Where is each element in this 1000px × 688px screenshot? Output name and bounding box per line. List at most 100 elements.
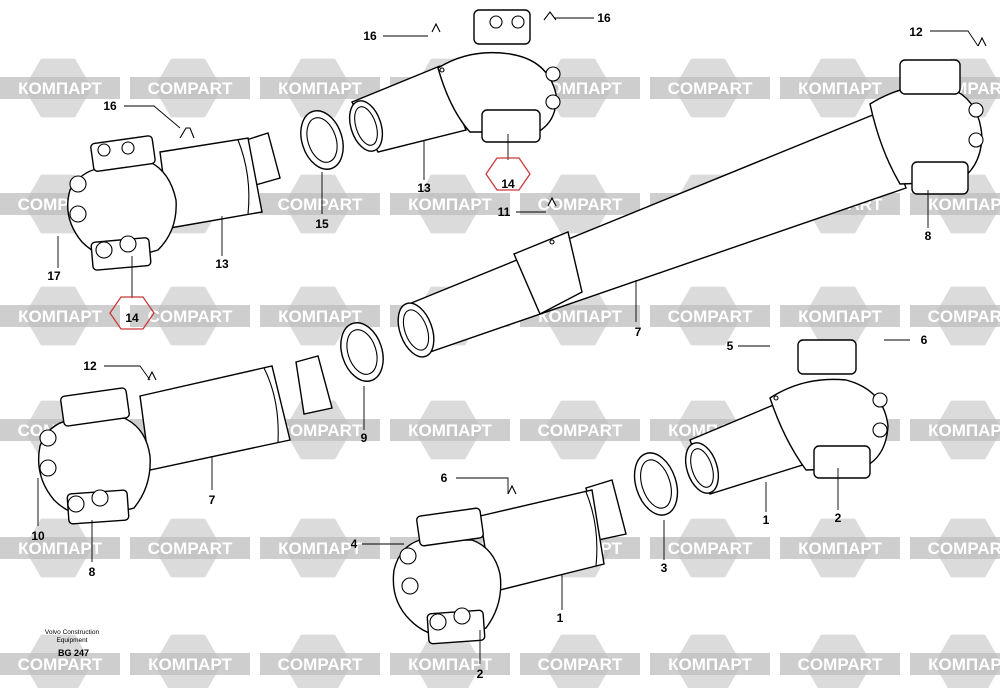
svg-text:COMPART: COMPART xyxy=(798,655,883,674)
callout-15[interactable]: 15 xyxy=(315,217,329,231)
callout-16-left[interactable]: 16 xyxy=(103,99,117,113)
watermark-badge: COMPART xyxy=(260,634,380,688)
svg-text:КОМПАРТ: КОМПАРТ xyxy=(928,655,1000,674)
svg-text:COMPART: COMPART xyxy=(278,195,363,214)
publisher-line-2: Equipment xyxy=(56,637,87,644)
lower-center-shaft-assembly xyxy=(392,479,627,645)
svg-text:КОМПАРТ: КОМПАРТ xyxy=(278,539,362,558)
svg-text:COMPART: COMPART xyxy=(18,655,103,674)
svg-text:КОМПАРТ: КОМПАРТ xyxy=(538,307,622,326)
watermark-badge: КОМПАРТ xyxy=(260,518,380,578)
callout-labels: 16 16 16 12 12 13 13 15 17 11 8 8 7 7 9 … xyxy=(31,11,931,681)
watermark-badge: COMPART xyxy=(520,400,640,460)
callout-2-lower[interactable]: 2 xyxy=(477,667,484,681)
svg-text:КОМПАРТ: КОМПАРТ xyxy=(798,307,882,326)
upper-left-shaft-assembly xyxy=(67,127,281,271)
callout-14-upper: 14 xyxy=(501,177,515,191)
callout-8-left[interactable]: 8 xyxy=(89,565,96,579)
watermark-badge: КОМПАРТ xyxy=(0,58,120,118)
callout-17[interactable]: 17 xyxy=(47,269,61,283)
callout-10[interactable]: 10 xyxy=(31,529,45,543)
watermark-badge: COMPART xyxy=(260,400,380,460)
callout-4[interactable]: 4 xyxy=(351,537,358,551)
callout-16-top[interactable]: 16 xyxy=(363,29,377,43)
watermark-badge: COMPART xyxy=(780,634,900,688)
svg-text:COMPART: COMPART xyxy=(148,539,233,558)
svg-text:COMPART: COMPART xyxy=(668,79,753,98)
watermark-badge: COMPART xyxy=(650,58,770,118)
watermark-badge: COMPART xyxy=(0,634,120,688)
svg-text:COMPART: COMPART xyxy=(668,307,753,326)
svg-text:КОМПАРТ: КОМПАРТ xyxy=(928,421,1000,440)
watermark-badge: КОМПАРТ xyxy=(0,286,120,346)
callout-14-lower: 14 xyxy=(125,311,139,325)
svg-text:COMPART: COMPART xyxy=(928,539,1000,558)
watermark-badge: КОМПАРТ xyxy=(780,286,900,346)
parts-layer xyxy=(37,9,987,645)
publisher-line-1: Volvo Construction xyxy=(45,629,100,636)
svg-text:COMPART: COMPART xyxy=(148,307,233,326)
callout-1-lower[interactable]: 1 xyxy=(557,611,564,625)
svg-text:КОМПАРТ: КОМПАРТ xyxy=(18,307,102,326)
svg-text:COMPART: COMPART xyxy=(278,655,363,674)
watermark-badge: COMPART xyxy=(910,518,1000,578)
svg-text:КОМПАРТ: КОМПАРТ xyxy=(408,421,492,440)
watermark-badge: КОМПАРТ xyxy=(910,400,1000,460)
svg-text:COMPART: COMPART xyxy=(538,195,623,214)
callout-7-long-tube[interactable]: 7 xyxy=(635,325,642,339)
callout-9[interactable]: 9 xyxy=(361,431,368,445)
svg-text:КОМПАРТ: КОМПАРТ xyxy=(408,195,492,214)
watermark-badge: КОМПАРТ xyxy=(390,174,510,234)
svg-text:КОМПАРТ: КОМПАРТ xyxy=(148,655,232,674)
watermark-badge: КОМПАРТ xyxy=(130,634,250,688)
highlighted-callout-14-upper[interactable]: 14 xyxy=(485,157,531,191)
watermark-badge: COMPART xyxy=(260,174,380,234)
callout-13-upper[interactable]: 13 xyxy=(417,181,431,195)
upper-middle-tube-assembly xyxy=(348,9,561,153)
svg-text:COMPART: COMPART xyxy=(538,655,623,674)
watermark-badge: COMPART xyxy=(650,286,770,346)
callout-6-right[interactable]: 6 xyxy=(921,333,928,347)
callout-16-upper-right[interactable]: 16 xyxy=(597,11,611,25)
svg-text:КОМПАРТ: КОМПАРТ xyxy=(798,79,882,98)
svg-text:КОМПАРТ: КОМПАРТ xyxy=(278,307,362,326)
ring-3 xyxy=(633,452,679,516)
watermark-badge: КОМПАРТ xyxy=(780,58,900,118)
callout-12-left[interactable]: 12 xyxy=(83,359,97,373)
long-tube-7 xyxy=(397,36,987,358)
callout-13-left[interactable]: 13 xyxy=(215,257,229,271)
svg-text:КОМПАРТ: КОМПАРТ xyxy=(18,539,102,558)
callout-3[interactable]: 3 xyxy=(661,561,668,575)
watermark-badge: КОМПАРТ xyxy=(260,58,380,118)
lower-right-tube-assembly xyxy=(684,339,889,495)
callout-6-lower[interactable]: 6 xyxy=(441,471,448,485)
callout-2-right[interactable]: 2 xyxy=(835,511,842,525)
watermark-badge: КОМПАРТ xyxy=(390,400,510,460)
svg-text:КОМПАРТ: КОМПАРТ xyxy=(408,655,492,674)
watermark-badge: КОМПАРТ xyxy=(390,634,510,688)
callout-7-lower-shaft[interactable]: 7 xyxy=(209,493,216,507)
svg-text:COMPART: COMPART xyxy=(278,421,363,440)
watermark-badge: КОМПАРТ xyxy=(910,634,1000,688)
watermark-badge: COMPART xyxy=(520,174,640,234)
watermark-badge: COMPART xyxy=(520,634,640,688)
svg-text:КОМПАРТ: КОМПАРТ xyxy=(798,539,882,558)
callout-5[interactable]: 5 xyxy=(727,339,734,353)
callout-11[interactable]: 11 xyxy=(498,205,511,219)
watermark-badge: COMPART xyxy=(130,58,250,118)
callout-1-right[interactable]: 1 xyxy=(763,513,770,527)
watermark-badge: КОМПАРТ xyxy=(260,286,380,346)
ring-9 xyxy=(340,322,384,382)
callout-8-right[interactable]: 8 xyxy=(925,229,932,243)
svg-text:КОМПАРТ: КОМПАРТ xyxy=(928,195,1000,214)
watermark-badge: КОМПАРТ xyxy=(650,634,770,688)
callout-12-right[interactable]: 12 xyxy=(909,25,923,39)
publisher-block: Volvo Construction Equipment BG 247 xyxy=(45,629,100,658)
svg-text:КОМПАРТ: КОМПАРТ xyxy=(668,655,752,674)
reference-code: BG 247 xyxy=(58,648,89,658)
highlighted-callout-14-lower[interactable]: 14 xyxy=(109,296,155,330)
svg-text:КОМПАРТ: КОМПАРТ xyxy=(538,79,622,98)
svg-text:COMPART: COMPART xyxy=(668,539,753,558)
svg-text:COMPART: COMPART xyxy=(538,421,623,440)
